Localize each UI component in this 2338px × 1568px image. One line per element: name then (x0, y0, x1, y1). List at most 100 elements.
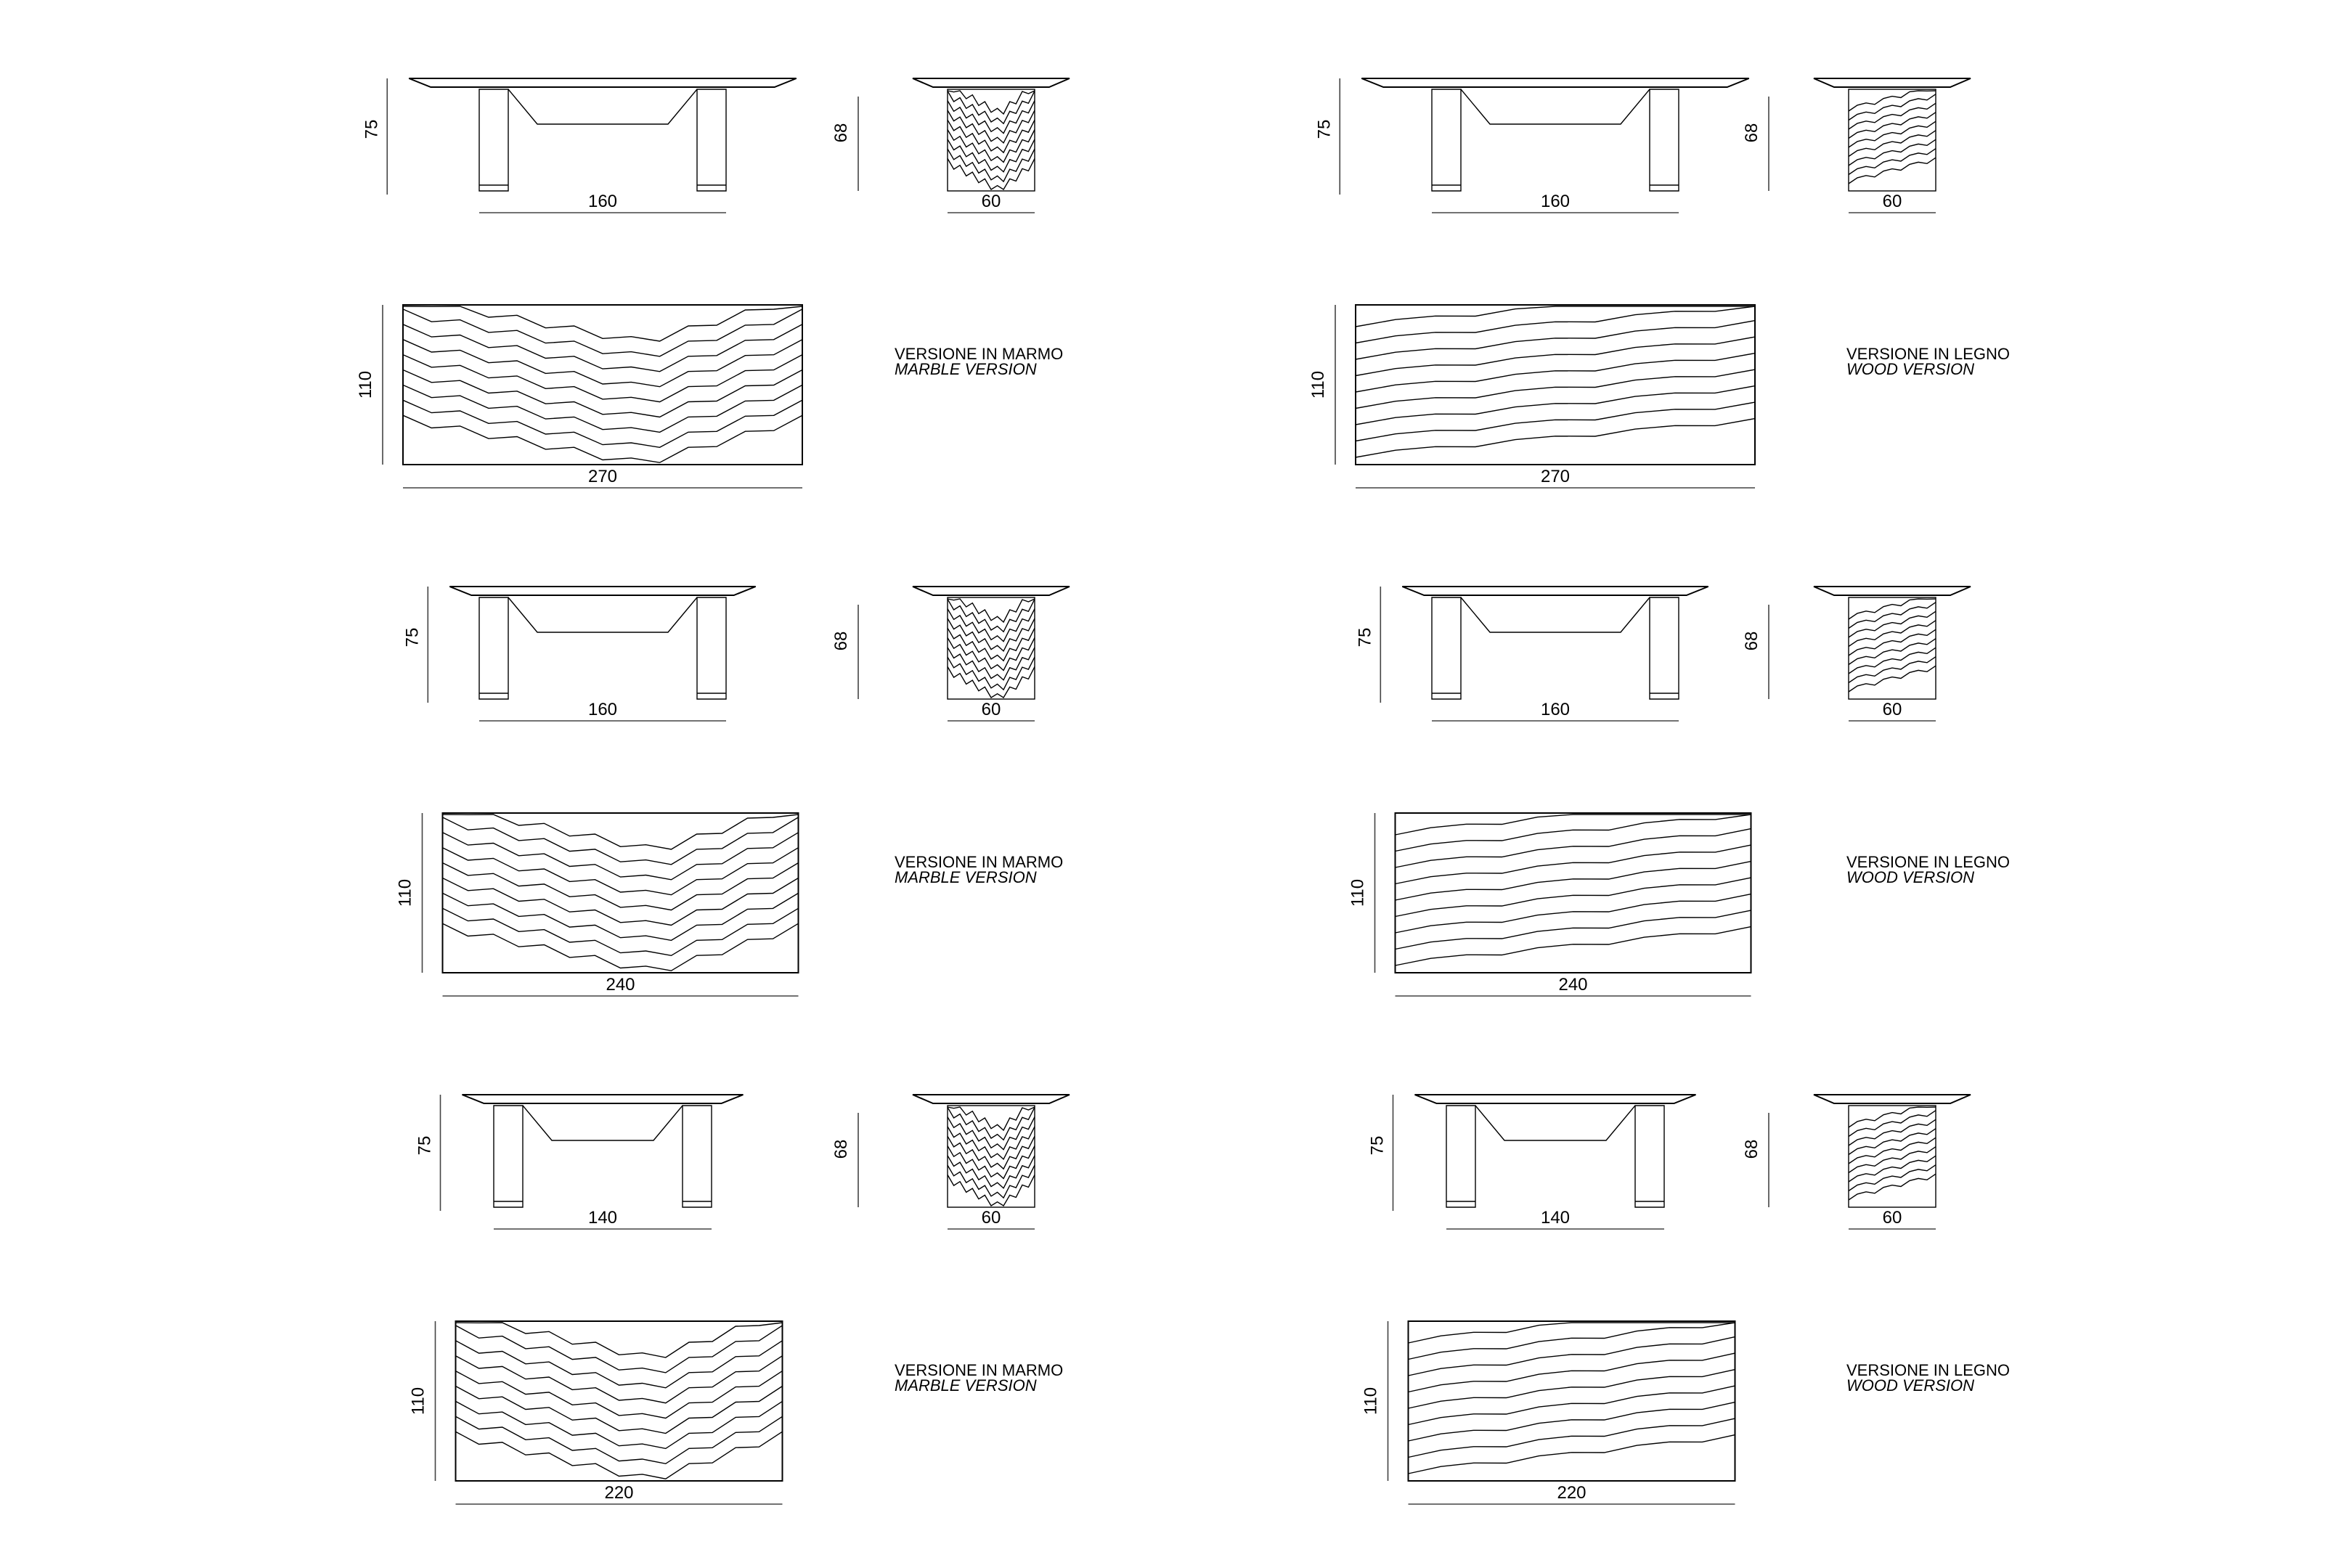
leg (1649, 597, 1679, 700)
marble-grain-line (947, 1164, 1035, 1199)
marble-grain-line (402, 324, 803, 372)
wood-grain-line (1848, 94, 1936, 121)
marble-grain-line (402, 384, 803, 433)
base-depth-dimension-label: 60 (1883, 192, 1902, 211)
marble-grain-line (947, 100, 1035, 134)
marble-grain-line (455, 1355, 783, 1404)
height-dimension-label: 75 (415, 1136, 435, 1156)
leg (493, 1105, 524, 1208)
wood-grain-line (1848, 1128, 1936, 1156)
marble-grain-line (947, 139, 1035, 173)
marble-grain-line (402, 306, 803, 342)
wood-grain-line (1355, 401, 1756, 442)
base-depth-dimension-label: 60 (982, 192, 1001, 211)
marble-grain-line (947, 608, 1035, 642)
tabletop-side-profile (912, 78, 1070, 88)
leg-height-dimension-label: 68 (831, 1140, 851, 1159)
wood-grain-line (1355, 306, 1756, 344)
wood-grain-line (1355, 306, 1755, 327)
wood-grain-line (1395, 814, 1751, 852)
version-label-english: WOOD VERSION (1846, 1376, 1974, 1395)
leg (696, 597, 727, 700)
marble-grain-line (455, 1340, 783, 1389)
base-depth-dimension-label: 60 (1883, 700, 1902, 719)
base-length-dimension-label: 160 (1541, 700, 1570, 719)
base-length-dimension-label: 160 (588, 700, 617, 719)
plan-view: 110 220 (409, 1320, 783, 1505)
top-length-dimension-label: 220 (1557, 1483, 1586, 1503)
marble-grain-line (947, 598, 1035, 633)
top-depth-dimension-label: 110 (409, 1387, 428, 1415)
wood-grain-line (1848, 1110, 1936, 1138)
leg-crossbar (508, 89, 698, 125)
version-label-italian: VERSIONE IN LEGNO (1846, 345, 2010, 363)
version-label-english: MARBLE VERSION (895, 1376, 1037, 1395)
base-depth-dimension-label: 60 (1883, 1208, 1902, 1228)
marble-grain-line (947, 598, 1035, 624)
plan-view: 110 220 (1361, 1320, 1736, 1505)
tabletop-profile (408, 78, 797, 88)
wood-grain-line (1848, 1155, 1936, 1183)
marble-grain-line (455, 1325, 783, 1373)
tabletop-plan (1355, 304, 1756, 465)
wood-grain-line (1355, 336, 1756, 377)
wood-grain-line (1848, 102, 1936, 130)
wood-grain-line (1408, 1322, 1735, 1344)
wood-grain-line (1848, 1106, 1936, 1128)
wood-grain-line (1848, 121, 1936, 148)
marble-grain-line (947, 1106, 1035, 1132)
wood-grain-line (1848, 611, 1936, 638)
wood-grain-line (1848, 90, 1936, 112)
marble-grain-line (442, 832, 799, 881)
top-depth-dimension-label: 110 (1361, 1387, 1381, 1415)
tabletop-side-profile (912, 1094, 1070, 1104)
top-length-dimension-label: 220 (604, 1483, 633, 1503)
marble-grain-line (947, 637, 1035, 671)
front-elevation: 75 160 (402, 586, 757, 722)
wood-grain-line (1848, 665, 1936, 693)
wood-grain-line (1395, 860, 1751, 901)
leg (1431, 597, 1462, 700)
wood-grain-line (1395, 814, 1751, 836)
marble-grain-line (402, 354, 803, 403)
marble-grain-line (947, 1155, 1035, 1189)
marble-grain-line (947, 1135, 1035, 1170)
marble-grain-line (947, 119, 1035, 154)
wood-grain-line (1848, 130, 1936, 158)
height-dimension-label: 75 (402, 628, 422, 648)
wood-grain-line (1408, 1336, 1735, 1376)
top-length-dimension-label: 270 (1541, 467, 1570, 486)
wood-grain-line (1408, 1368, 1735, 1409)
wood-grain-line (1848, 112, 1936, 139)
wood-grain-line (1848, 1119, 1936, 1146)
top-length-dimension-label: 270 (588, 467, 617, 486)
marble-grain-line (455, 1416, 783, 1465)
wood-grain-line (1355, 385, 1756, 425)
marble-grain-line (442, 862, 799, 911)
base-length-dimension-label: 160 (1541, 192, 1570, 211)
wood-grain-line (1408, 1352, 1735, 1393)
tabletop-profile (449, 586, 757, 596)
wood-grain-line (1848, 148, 1936, 176)
version-label-italian: VERSIONE IN LEGNO (1846, 853, 2010, 871)
marble-grain-line (402, 369, 803, 418)
wood-grain-line (1395, 910, 1751, 950)
version-label-italian: VERSIONE IN MARMO (895, 853, 1063, 871)
marble-grain-line (455, 1431, 783, 1479)
marble-grain-line (947, 129, 1035, 163)
leg (696, 89, 727, 192)
marble-grain-line (455, 1400, 783, 1450)
marble-grain-line (947, 627, 1035, 662)
version-label-english: WOOD VERSION (1846, 868, 1974, 886)
